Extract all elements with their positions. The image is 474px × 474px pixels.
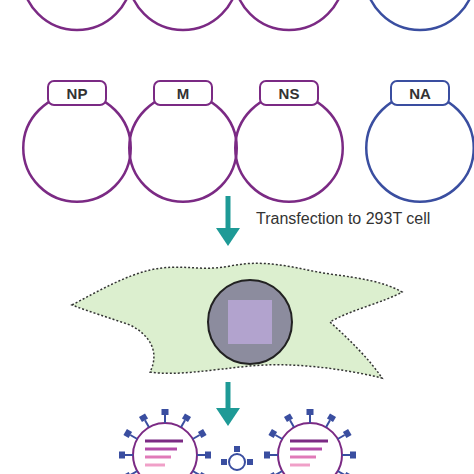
process-arrow	[216, 382, 240, 426]
plasmid-outline	[22, 93, 132, 203]
plasmid-node: NA	[365, 93, 474, 203]
virus-particle	[119, 409, 211, 474]
cell-nucleus	[208, 280, 292, 364]
step-label: Transfection to 293T cell	[256, 210, 430, 228]
plasmid-node: NP	[22, 93, 132, 203]
virus-particle-small	[221, 446, 253, 470]
virus-particle	[264, 409, 356, 474]
plasmid-outline	[128, 93, 238, 203]
cell-body	[72, 263, 402, 378]
plasmid-node: NS	[234, 93, 344, 203]
plasmid-outline	[234, 93, 344, 203]
nucleus-square	[228, 300, 272, 344]
gene-label: NS	[259, 80, 319, 106]
plasmid-node: M	[128, 93, 238, 203]
plasmid-partial	[22, 0, 344, 30]
plasmid-outline	[365, 93, 474, 203]
gene-label: NP	[47, 80, 107, 106]
gene-label: M	[153, 80, 213, 106]
plasmid-partial	[365, 0, 474, 30]
process-arrow	[216, 196, 240, 246]
gene-label: NA	[390, 80, 450, 106]
